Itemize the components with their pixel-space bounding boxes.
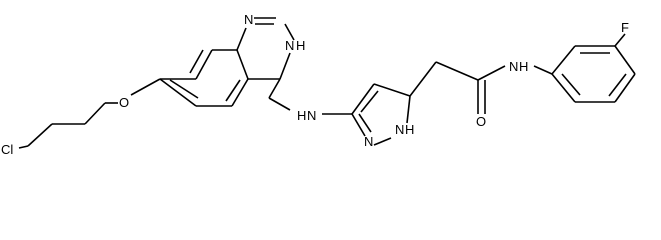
bond-ph-1 bbox=[551, 45, 576, 75]
bond-ph-4 bbox=[614, 73, 636, 103]
atom-label-o-ether: O bbox=[119, 95, 129, 110]
atom-label-nh-amide: N bbox=[509, 59, 518, 74]
bond-pz-3 bbox=[406, 95, 411, 124]
bond-pz-ch2 bbox=[409, 61, 437, 97]
atom-label-cl: Cl bbox=[1, 142, 13, 155]
atom-label-o-carbonyl: O bbox=[476, 114, 486, 129]
bond-benzo-5 bbox=[231, 78, 249, 107]
atom-label-h-amide: H bbox=[519, 59, 528, 74]
bond-pz-5 bbox=[351, 113, 366, 137]
bond-pyr-1 bbox=[236, 27, 247, 51]
atom-label-n-pyrazole-1: N bbox=[364, 134, 373, 149]
atom-label-n1-quinazoline: N bbox=[244, 12, 253, 27]
bond-c-f bbox=[614, 33, 626, 47]
bond-ph-4-inner bbox=[608, 73, 627, 97]
atom-label-h-amine: H bbox=[297, 108, 306, 123]
bond-c4-nh bbox=[268, 97, 291, 111]
bond-pz-4 bbox=[373, 137, 392, 146]
bond-benzo-4 bbox=[236, 49, 249, 80]
atom-label-nh-amine: N bbox=[307, 108, 316, 123]
bond-ph-6-inner bbox=[561, 73, 581, 96]
bond-pz-5-inner bbox=[358, 113, 372, 133]
bond-ch2-co bbox=[435, 61, 479, 81]
bond-pyr-3 bbox=[284, 23, 295, 41]
bond-benzo-2 bbox=[195, 49, 213, 80]
atom-label-n-pyrazole-2: N bbox=[395, 122, 404, 137]
chemical-structure-diagram: Cl O N N H H N N N H O N H F bbox=[1, 12, 636, 155]
bond-pyr-4 bbox=[279, 52, 291, 80]
bond-lines bbox=[18, 17, 636, 149]
bond-benzo-5-inner bbox=[225, 79, 241, 102]
bond-c1-c2 bbox=[27, 123, 53, 147]
bond-cl-c1 bbox=[18, 145, 29, 149]
atom-labels: Cl O N N H H N N N H O N H F bbox=[1, 12, 629, 155]
bond-pz-1-inner bbox=[360, 90, 379, 113]
bond-co-nh bbox=[477, 65, 506, 81]
bond-ph-3 bbox=[614, 45, 636, 75]
atom-label-n3-quinazoline: N bbox=[285, 38, 294, 53]
bond-c3-c4 bbox=[84, 102, 106, 125]
bond-c4-nh-upper bbox=[268, 78, 281, 99]
bond-benzo-7 bbox=[159, 78, 197, 107]
bond-benzo-2-inner bbox=[189, 49, 204, 74]
bond-benzo-7-inner bbox=[169, 79, 199, 99]
atom-label-h-pyrazole: H bbox=[405, 122, 414, 137]
bond-pz-1 bbox=[351, 83, 375, 115]
atom-label-h-n3: H bbox=[296, 38, 305, 53]
atom-label-f: F bbox=[621, 20, 629, 35]
bond-o-aryl bbox=[130, 78, 161, 96]
bond-nh-aryl bbox=[533, 65, 553, 75]
bond-ph-6 bbox=[551, 73, 576, 103]
bond-pz-2 bbox=[373, 83, 411, 97]
